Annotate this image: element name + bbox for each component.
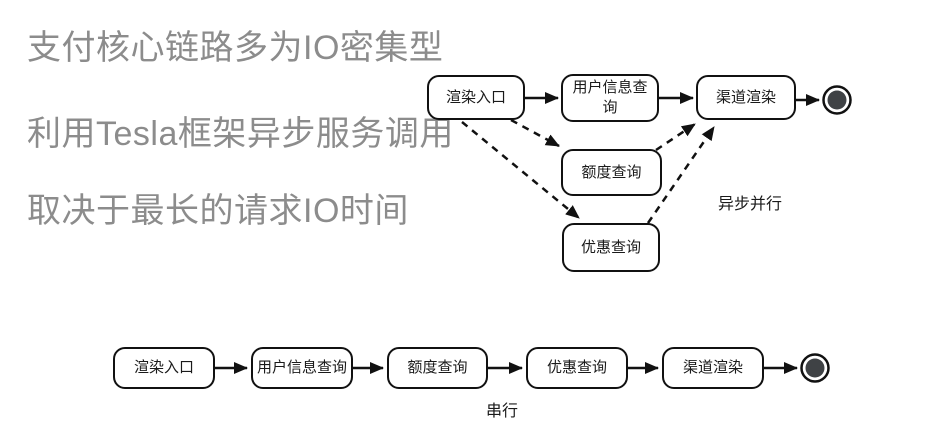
async-node-render-entry-label: 渲染入口	[445, 88, 506, 106]
serial-node-user-info-query: 用户信息查询	[251, 347, 353, 389]
async-parallel-caption: 异步并行	[718, 196, 783, 213]
serial-end-node-icon	[800, 353, 830, 383]
async-node-discount-query: 优惠查询	[562, 223, 660, 272]
async-node-user-info-query-label: 用户信息查询	[572, 79, 648, 116]
async-node-channel-render: 渠道渲染	[696, 75, 796, 120]
serial-node-discount-query-label: 优惠查询	[546, 359, 607, 376]
serial-node-quota-query-label: 额度查询	[407, 359, 468, 376]
dashed-arrow-quota-to-channel	[655, 122, 696, 152]
note-line-longest-io: 取决于最长的请求IO时间	[27, 192, 409, 230]
serial-node-channel-render: 渠道渲染	[662, 347, 764, 389]
async-node-channel-render-label: 渠道渲染	[715, 88, 776, 106]
serial-node-quota-query: 额度查询	[387, 347, 488, 389]
dashed-arrow-entry-to-quota	[510, 118, 560, 148]
serial-node-user-info-query-label: 用户信息查询	[256, 359, 347, 376]
serial-caption: 串行	[486, 403, 519, 420]
note-line-tesla-async: 利用Tesla框架异步服务调用	[27, 115, 454, 153]
serial-node-channel-render-label: 渠道渲染	[682, 359, 743, 376]
async-end-node-icon	[822, 85, 852, 115]
async-node-quota-query-label: 额度查询	[581, 163, 642, 181]
note-line-io-intensive: 支付核心链路多为IO密集型	[27, 29, 444, 67]
async-node-discount-query-label: 优惠查询	[580, 238, 641, 256]
serial-node-render-entry: 渲染入口	[113, 347, 215, 389]
async-node-render-entry: 渲染入口	[427, 75, 525, 120]
async-node-user-info-query: 用户信息查询	[561, 74, 659, 122]
serial-node-render-entry-label: 渲染入口	[133, 359, 194, 376]
serial-node-discount-query: 优惠查询	[526, 347, 628, 389]
async-node-quota-query: 额度查询	[561, 149, 662, 196]
